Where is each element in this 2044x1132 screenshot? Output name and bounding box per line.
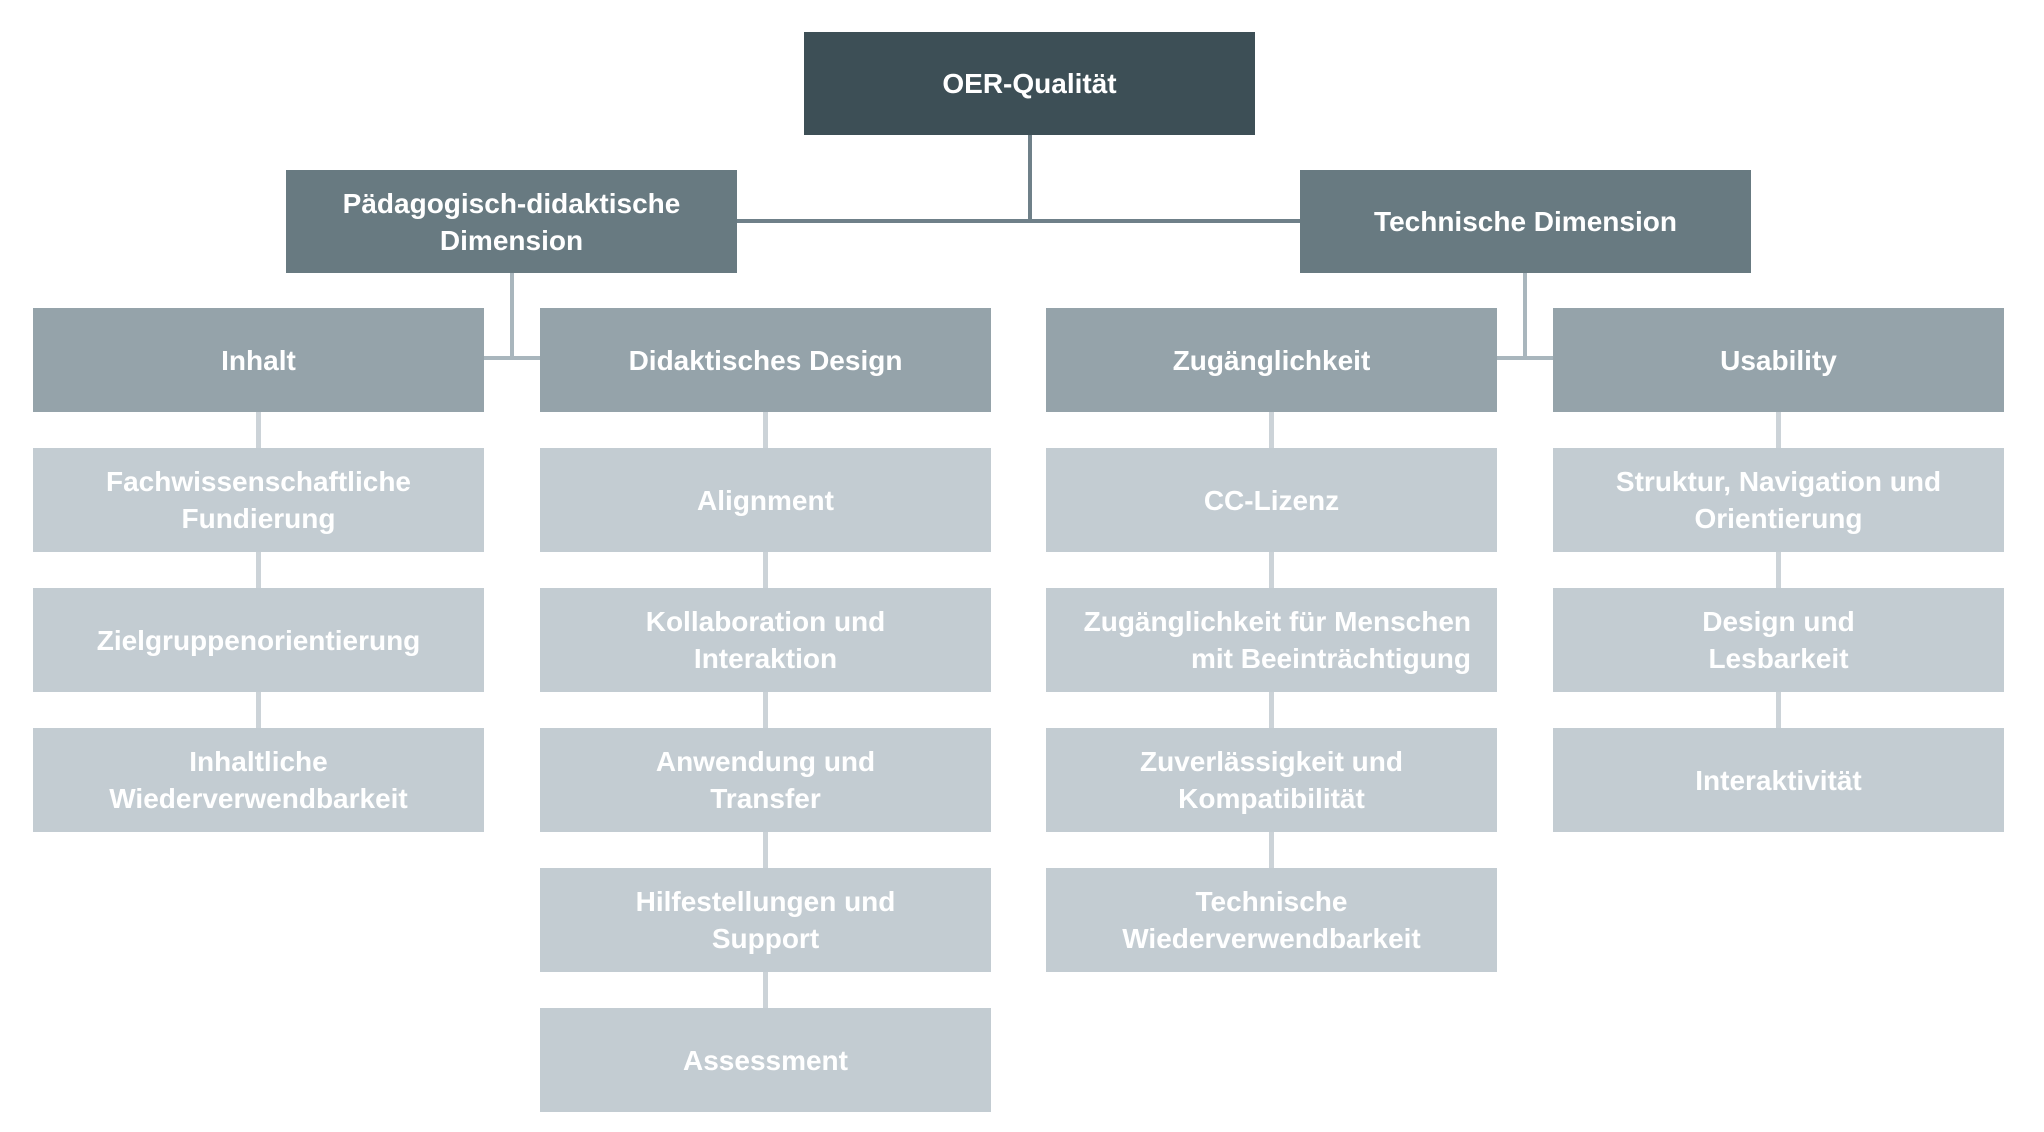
connector-col1-gap3 <box>256 692 261 728</box>
node-fachwissenschaftliche-fundierung-label: Fachwissenschaftliche Fundierung <box>105 466 411 534</box>
node-zielgruppenorientierung-label: Zielgruppenorientierung <box>96 624 421 656</box>
connector-col3-gap1 <box>1269 412 1274 448</box>
connector-root-horizontal <box>737 219 1300 223</box>
node-kollaboration-und-interaktion: Kollaboration und Interaktion <box>540 588 991 692</box>
node-paedagogisch-didaktische-dimension-label: Pädagogisch-didaktische Dimension <box>342 187 681 256</box>
node-assessment-label: Assessment <box>683 1044 848 1076</box>
connector-col3-gap3 <box>1269 692 1274 728</box>
node-hilfestellungen-und-support-label: Hilfestellungen und Support <box>635 886 896 954</box>
node-usability-label: Usability <box>1720 344 1837 376</box>
connector-col2-gap3 <box>763 692 768 728</box>
node-zugaenglichkeit: Zugänglichkeit <box>1046 308 1497 412</box>
node-struktur-navigation-und-orientierung-label: Struktur, Navigation und Orientierung <box>1615 466 1942 534</box>
connector-col1-gap2 <box>256 552 261 588</box>
node-alignment-label: Alignment <box>697 484 834 516</box>
connector-col3-gap2 <box>1269 552 1274 588</box>
node-oer-qualitaet: OER-Qualität <box>804 32 1255 135</box>
node-anwendung-und-transfer: Anwendung und Transfer <box>540 728 991 832</box>
node-interaktivitaet-label: Interaktivität <box>1695 764 1862 796</box>
node-fachwissenschaftliche-fundierung: Fachwissenschaftliche Fundierung <box>33 448 484 552</box>
connector-right-dimension-horizontal <box>1497 356 1553 360</box>
node-didaktisches-design-label: Didaktisches Design <box>628 344 903 376</box>
node-didaktisches-design: Didaktisches Design <box>540 308 991 412</box>
connector-col4-gap1 <box>1776 412 1781 448</box>
node-cc-lizenz: CC-Lizenz <box>1046 448 1497 552</box>
node-design-und-lesbarkeit: Design und Lesbarkeit <box>1553 588 2004 692</box>
node-technische-wiederverwendbarkeit-label: Technische Wiederverwendbarkeit <box>1122 886 1421 954</box>
node-inhalt-label: Inhalt <box>221 344 296 376</box>
node-cc-lizenz-label: CC-Lizenz <box>1203 484 1340 516</box>
node-oer-qualitaet-label: OER-Qualität <box>942 68 1117 99</box>
connector-col4-gap3 <box>1776 692 1781 728</box>
connector-right-dimension-vertical <box>1523 273 1527 360</box>
connector-root-vertical <box>1028 135 1032 223</box>
connector-left-dimension-vertical <box>510 273 514 360</box>
node-zugaenglichkeit-label: Zugänglichkeit <box>1172 344 1371 376</box>
node-alignment: Alignment <box>540 448 991 552</box>
connector-col4-gap2 <box>1776 552 1781 588</box>
node-paedagogisch-didaktische-dimension: Pädagogisch-didaktische Dimension <box>286 170 737 273</box>
node-inhaltliche-wiederverwendbarkeit-label: Inhaltliche Wiederverwendbarkeit <box>109 746 408 814</box>
connector-col3-gap4 <box>1269 832 1274 868</box>
node-technische-wiederverwendbarkeit: Technische Wiederverwendbarkeit <box>1046 868 1497 972</box>
node-zugaenglichkeit-fuer-menschen: Zugänglichkeit für Menschen mit Beeinträ… <box>1046 588 1497 692</box>
node-hilfestellungen-und-support: Hilfestellungen und Support <box>540 868 991 972</box>
node-assessment: Assessment <box>540 1008 991 1112</box>
node-zuverlaessigkeit-und-kompatibilitaet: Zuverlässigkeit und Kompatibilität <box>1046 728 1497 832</box>
node-technische-dimension: Technische Dimension <box>1300 170 1751 273</box>
node-zielgruppenorientierung: Zielgruppenorientierung <box>33 588 484 692</box>
node-usability: Usability <box>1553 308 2004 412</box>
connector-col1-gap1 <box>256 412 261 448</box>
node-design-und-lesbarkeit-label: Design und Lesbarkeit <box>1702 606 1855 674</box>
node-technische-dimension-label: Technische Dimension <box>1374 206 1677 237</box>
connector-col2-gap2 <box>763 552 768 588</box>
node-inhaltliche-wiederverwendbarkeit: Inhaltliche Wiederverwendbarkeit <box>33 728 484 832</box>
connector-left-dimension-horizontal <box>484 356 540 360</box>
node-kollaboration-und-interaktion-label: Kollaboration und Interaktion <box>645 606 886 674</box>
node-inhalt: Inhalt <box>33 308 484 412</box>
node-anwendung-und-transfer-label: Anwendung und Transfer <box>655 746 876 814</box>
node-zuverlaessigkeit-und-kompatibilitaet-label: Zuverlässigkeit und Kompatibilität <box>1140 746 1403 814</box>
connector-col2-gap4 <box>763 832 768 868</box>
connector-col2-gap1 <box>763 412 768 448</box>
connector-col2-gap5 <box>763 972 768 1008</box>
node-zugaenglichkeit-fuer-menschen-label: Zugänglichkeit für Menschen mit Beeinträ… <box>1083 606 1471 674</box>
node-struktur-navigation-und-orientierung: Struktur, Navigation und Orientierung <box>1553 448 2004 552</box>
node-interaktivitaet: Interaktivität <box>1553 728 2004 832</box>
